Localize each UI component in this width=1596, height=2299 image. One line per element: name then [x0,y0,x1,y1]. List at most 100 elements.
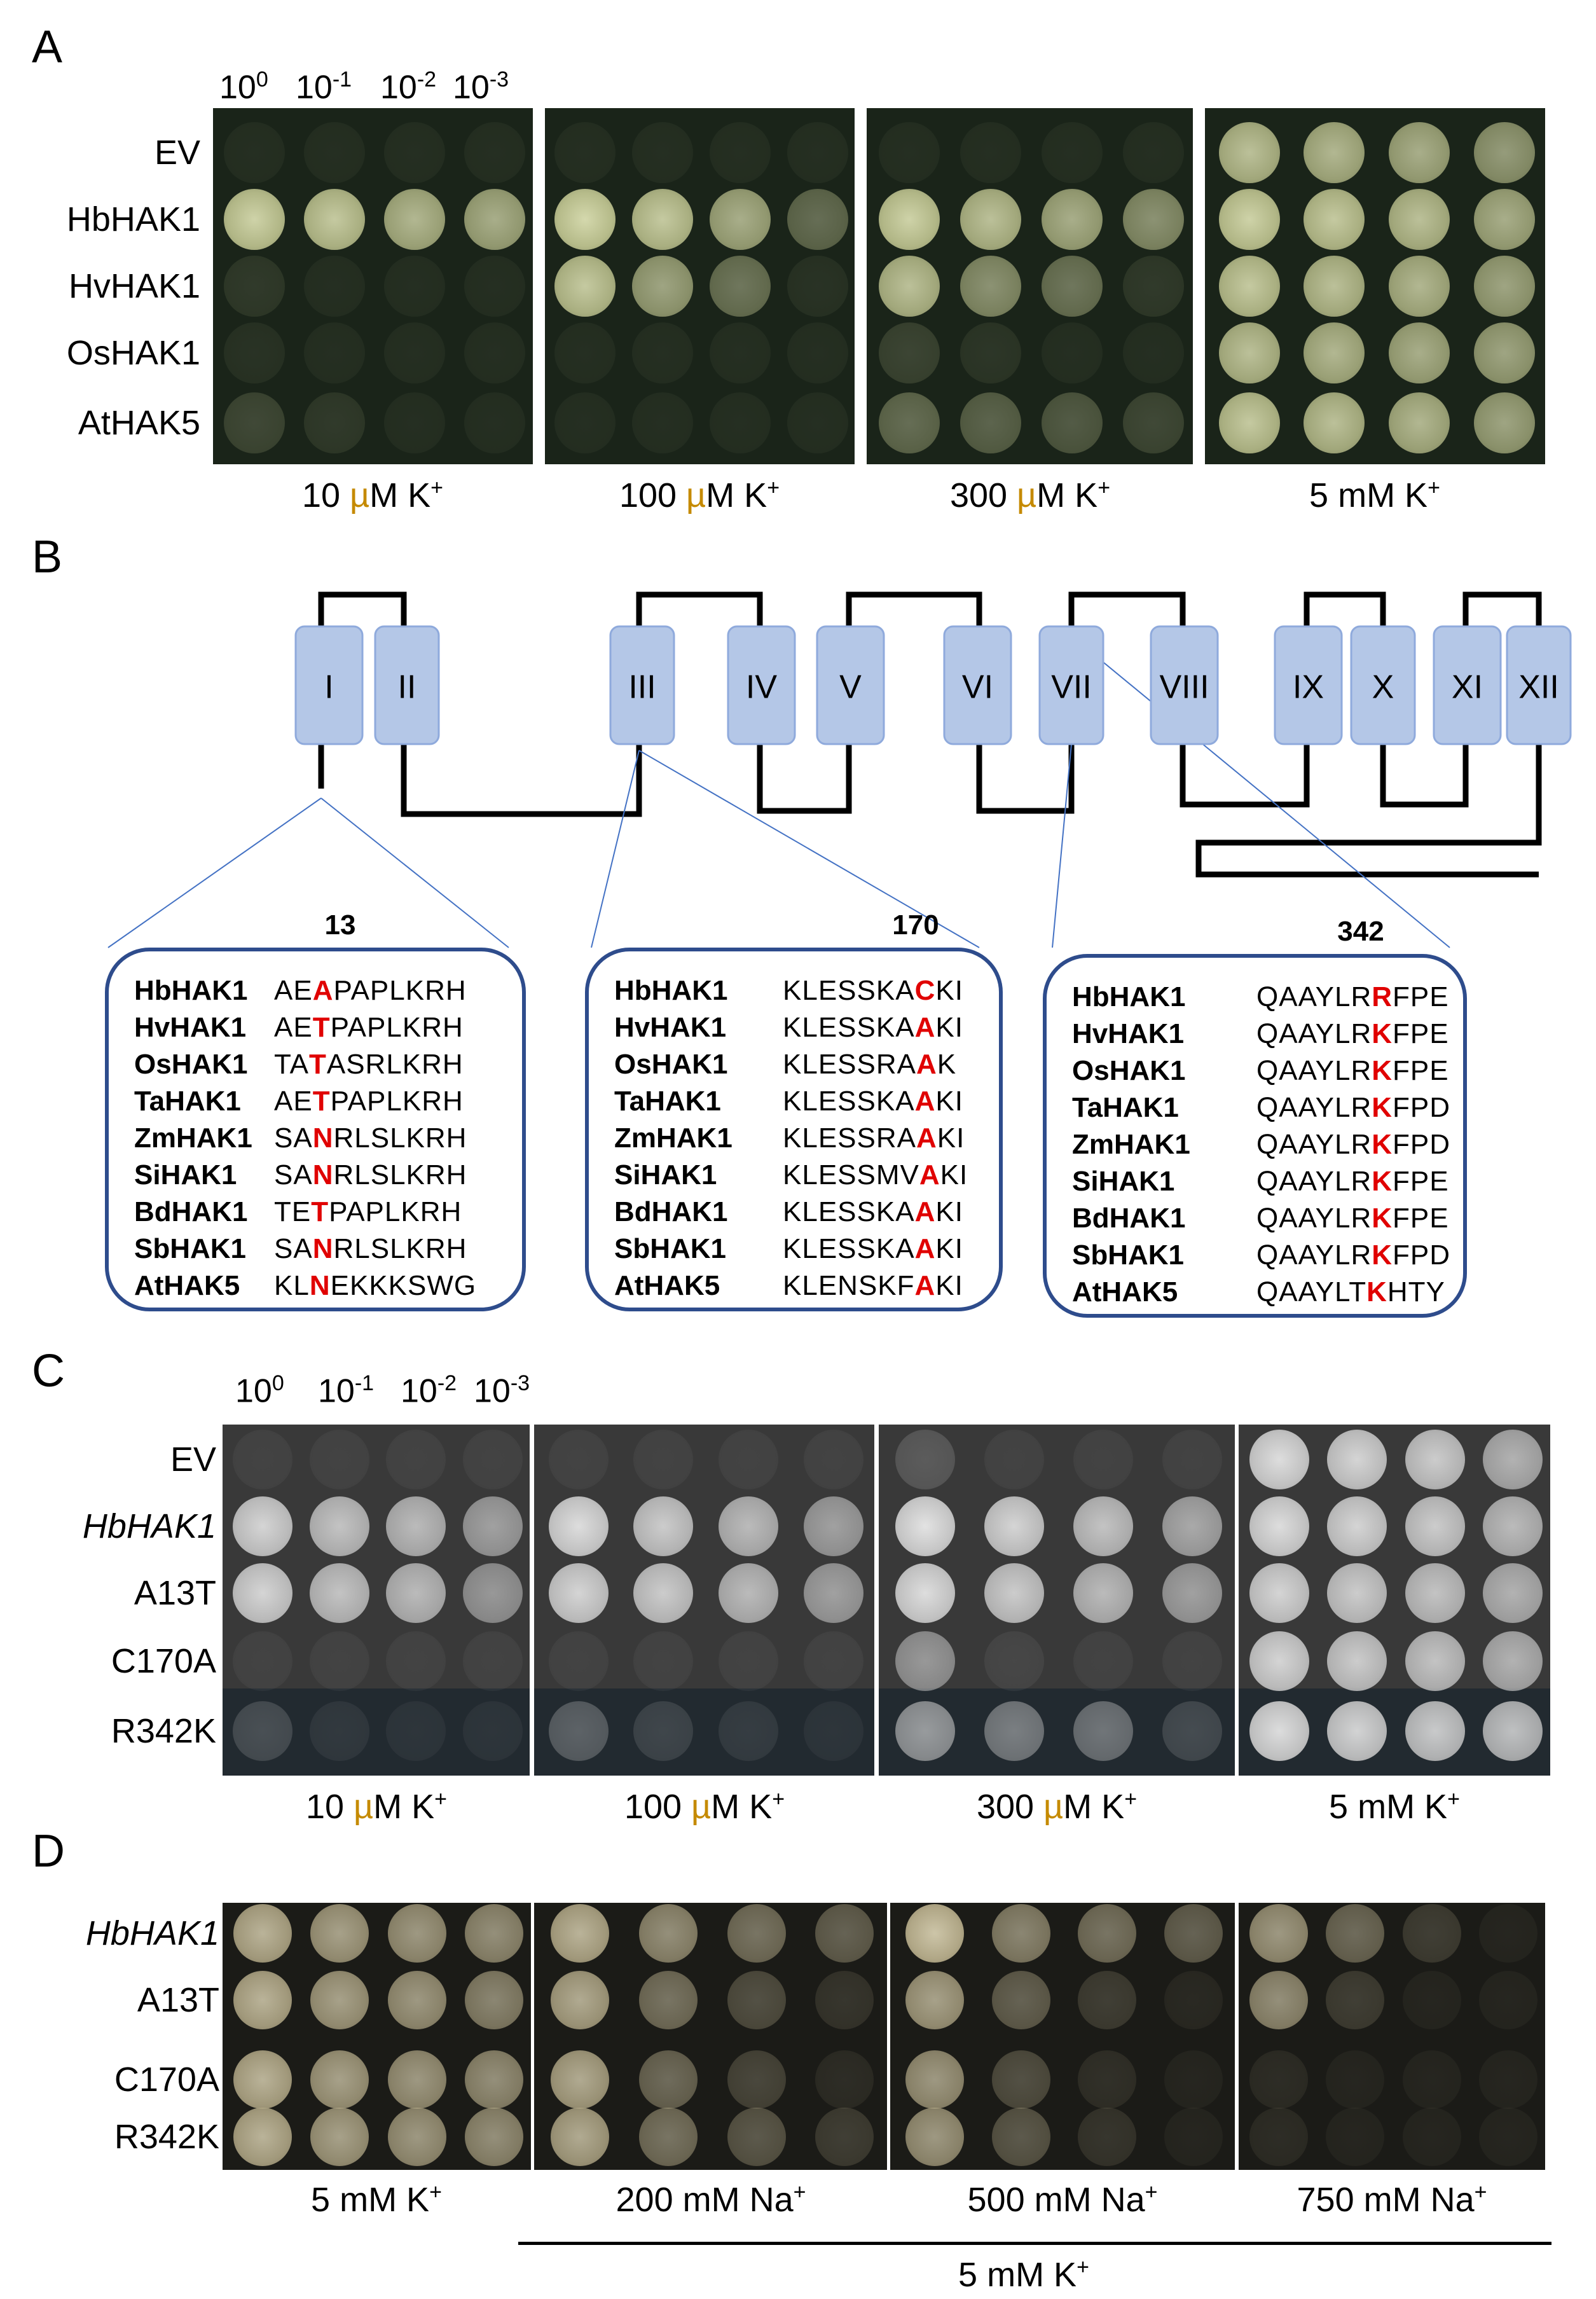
condition-text: 200 mM Na [616,2181,794,2219]
dilution-label: 100 [235,1372,284,1407]
sequence: QAAYLTKHTY [1256,1278,1445,1306]
colony-spot [895,1430,955,1489]
colony-spot [1483,1701,1543,1761]
dilution-base: 10 [474,1372,511,1410]
colony-spot [554,189,616,250]
gene-name: OsHAK1 [614,1049,728,1080]
colony-spot [1473,122,1535,183]
membrane-loop [401,744,642,817]
row-label-ev: EV [170,1440,216,1479]
panel-label-b: B [32,532,63,583]
condition-text: 750 mM Na [1297,2181,1475,2219]
colony-spot [233,1971,292,2029]
dilution-exponent: -2 [416,67,437,92]
plate-4 [1205,108,1545,464]
colony-spot [1405,1701,1465,1761]
sequence: KLESSKAAKI [783,1014,963,1042]
plate-lower-band [223,1688,530,1776]
colony-spot [309,1701,369,1761]
colony-spot [304,322,366,383]
condition-text: 5 mM K [1329,1788,1448,1826]
zoom-line [320,797,509,948]
colony-spot [464,189,525,250]
colony-spot [1327,1701,1387,1761]
colony-spot [1162,1563,1222,1623]
panel-label-a: A [32,22,63,72]
colony-spot [787,322,848,383]
sequence-prefix: SA [274,1233,313,1264]
colony-spot [632,256,694,317]
colony-spot [309,1563,369,1623]
colony-spot [1123,322,1185,383]
colony-spot [1479,2050,1538,2109]
membrane-loop [1068,591,1186,626]
colony-spot [551,2050,610,2109]
colony-spot [905,1904,965,1963]
colony-spot [1078,2050,1137,2109]
condition-label: 500 mM Na+ [904,2181,1221,2217]
sequence-suffix: KI [935,1270,963,1301]
colony-spot [464,122,525,183]
colony-spot [719,1496,779,1556]
colony-spot [1249,1563,1309,1623]
colony-spot [984,1563,1044,1623]
row-label-oshak1: OsHAK1 [66,334,200,372]
sequence-prefix: KLENSKF [783,1270,915,1301]
sequence-prefix: SA [274,1122,313,1154]
colony-spot [1402,1971,1461,2029]
colony-spot [719,1563,779,1623]
colony-spot [463,1563,523,1623]
tm-helix-6 [943,625,1012,745]
colony-spot [224,392,285,453]
tm-helix-label: III [628,669,656,706]
condition-label: 100 µM K+ [546,1788,863,1824]
sequence: SANRLSLKRH [274,1124,467,1152]
colony-spot [309,1631,369,1691]
colony-spot [1249,1631,1309,1691]
sequence-prefix: KLESSMV [783,1159,919,1191]
colony-spot [551,2108,610,2166]
panel-label-c: C [32,1346,65,1397]
condition-unit: M K [711,1788,773,1826]
colony-spot [1483,1430,1543,1489]
sequence-suffix: KI [935,1012,963,1043]
plate-4 [1239,1425,1550,1776]
membrane-loop [1380,744,1469,808]
gene-name: TaHAK1 [134,1086,241,1117]
membrane-loop [636,591,763,626]
colony-spot [633,1496,694,1556]
colony-spot [310,2050,369,2109]
dilution-label: 10-3 [453,69,509,104]
row-label-athak5: AtHAK5 [78,404,200,442]
mutated-residue: N [312,1159,334,1191]
plate-3 [879,1425,1235,1776]
colony-spot [1304,392,1365,453]
gene-name: BdHAK1 [614,1196,728,1227]
colony-spot [984,1701,1044,1761]
membrane-loop [1304,591,1386,626]
colony-spot [1218,322,1280,383]
colony-spot [1402,2050,1461,2109]
tm-helix-11 [1433,625,1502,745]
colony-spot [960,189,1021,250]
condition-unit: M K [369,476,431,514]
gene-name: TaHAK1 [1072,1092,1179,1123]
colony-spot [554,122,616,183]
mutated-residue: A [914,1196,936,1227]
tm-helix-label: I [324,669,333,706]
colony-spot [554,392,616,453]
colony-spot [1326,1971,1385,2029]
sequence-prefix: KLESSKA [783,1012,915,1043]
colony-spot [1078,2108,1137,2166]
condition-text: 5 mM K [958,2256,1077,2294]
colony-spot [1162,1496,1222,1556]
mutated-residue: T [311,1196,329,1227]
colony-spot [709,189,771,250]
gene-name: SiHAK1 [614,1159,717,1191]
shared-condition-label: 5 mM K+ [865,2256,1183,2292]
colony-spot [1389,122,1450,183]
charge-superscript: + [1427,476,1440,500]
